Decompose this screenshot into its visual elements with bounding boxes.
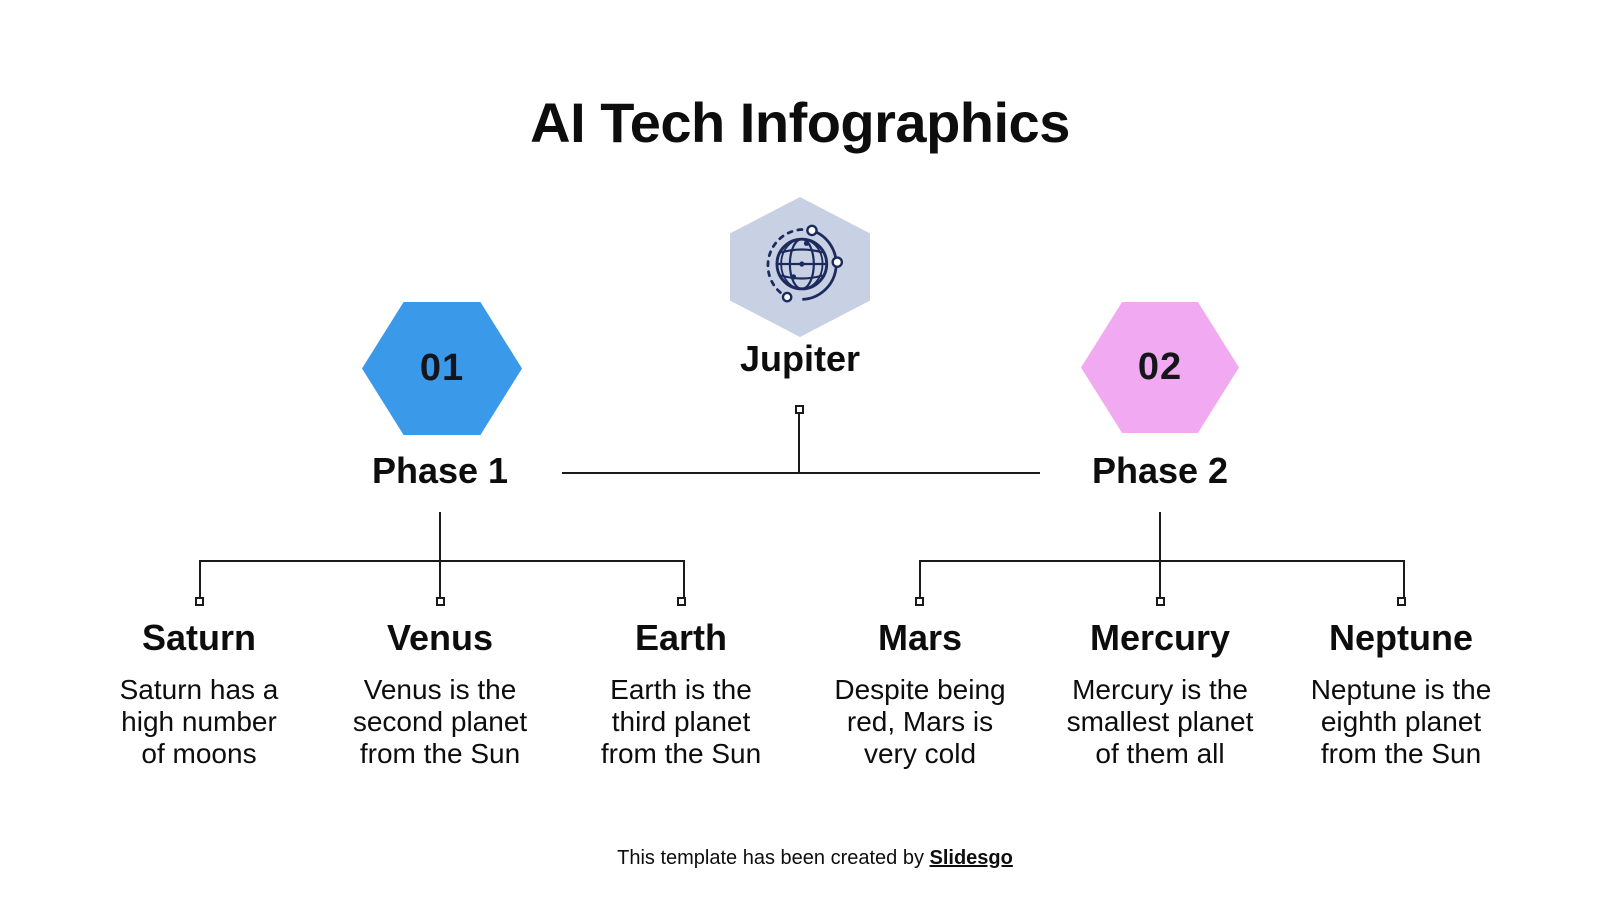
planet-description: Saturn has a high number of moons xyxy=(119,674,279,769)
root-connector-node xyxy=(795,405,804,414)
planet-description: Earth is the third planet from the Sun xyxy=(600,674,762,769)
phase2-bracket xyxy=(919,560,1405,599)
phase1-number: 01 xyxy=(419,347,465,389)
slidesgo-link[interactable]: Slidesgo xyxy=(929,847,1013,869)
connector-node-mercury xyxy=(1156,597,1165,606)
connector-node-venus xyxy=(436,597,445,606)
connector-node-mars xyxy=(915,597,924,606)
planet-description: Despite being red, Mars is very cold xyxy=(834,674,1006,769)
phase1-stem-line xyxy=(439,512,441,598)
planet-name: Neptune xyxy=(1329,617,1473,658)
planet-name: Earth xyxy=(634,617,728,658)
connector-node-neptune xyxy=(1397,597,1406,606)
planet-description: Venus is the second planet from the Sun xyxy=(352,674,528,769)
phase1-bracket xyxy=(199,560,685,599)
phase1-hexagon: 01 xyxy=(362,302,522,435)
planet-card-venus: Venus Venus is the second planet from th… xyxy=(320,618,560,770)
phase1-label: Phase 1 xyxy=(371,450,509,491)
page-title: AI Tech Infographics xyxy=(530,91,1070,154)
footer-text: This template has been created by xyxy=(617,847,930,869)
planet-card-mars: Mars Despite being red, Mars is very col… xyxy=(800,618,1040,770)
planet-description: Mercury is the smallest planet of them a… xyxy=(1066,674,1254,769)
main-connector-line xyxy=(562,472,1040,474)
connector-node-earth xyxy=(677,597,686,606)
planet-name: Mercury xyxy=(1089,617,1231,658)
planet-description: Neptune is the eighth planet from the Su… xyxy=(1310,674,1492,769)
network-globe-icon xyxy=(754,218,846,310)
phase2-stem-line xyxy=(1159,512,1161,598)
root-label: Jupiter xyxy=(739,338,861,379)
planet-card-neptune: Neptune Neptune is the eighth planet fro… xyxy=(1281,618,1521,770)
planet-name: Venus xyxy=(386,617,494,658)
planet-name: Mars xyxy=(877,617,963,658)
planet-card-mercury: Mercury Mercury is the smallest planet o… xyxy=(1040,618,1280,770)
footer-credit: This template has been created by Slides… xyxy=(15,847,1600,870)
planet-card-saturn: Saturn Saturn has a high number of moons xyxy=(79,618,319,770)
phase2-label: Phase 2 xyxy=(1091,450,1229,491)
root-stem-line xyxy=(798,414,800,473)
connector-node-saturn xyxy=(195,597,204,606)
phase2-number: 02 xyxy=(1137,346,1183,388)
phase2-hexagon: 02 xyxy=(1081,302,1239,433)
planet-card-earth: Earth Earth is the third planet from the… xyxy=(561,618,801,770)
planet-name: Saturn xyxy=(141,617,256,658)
